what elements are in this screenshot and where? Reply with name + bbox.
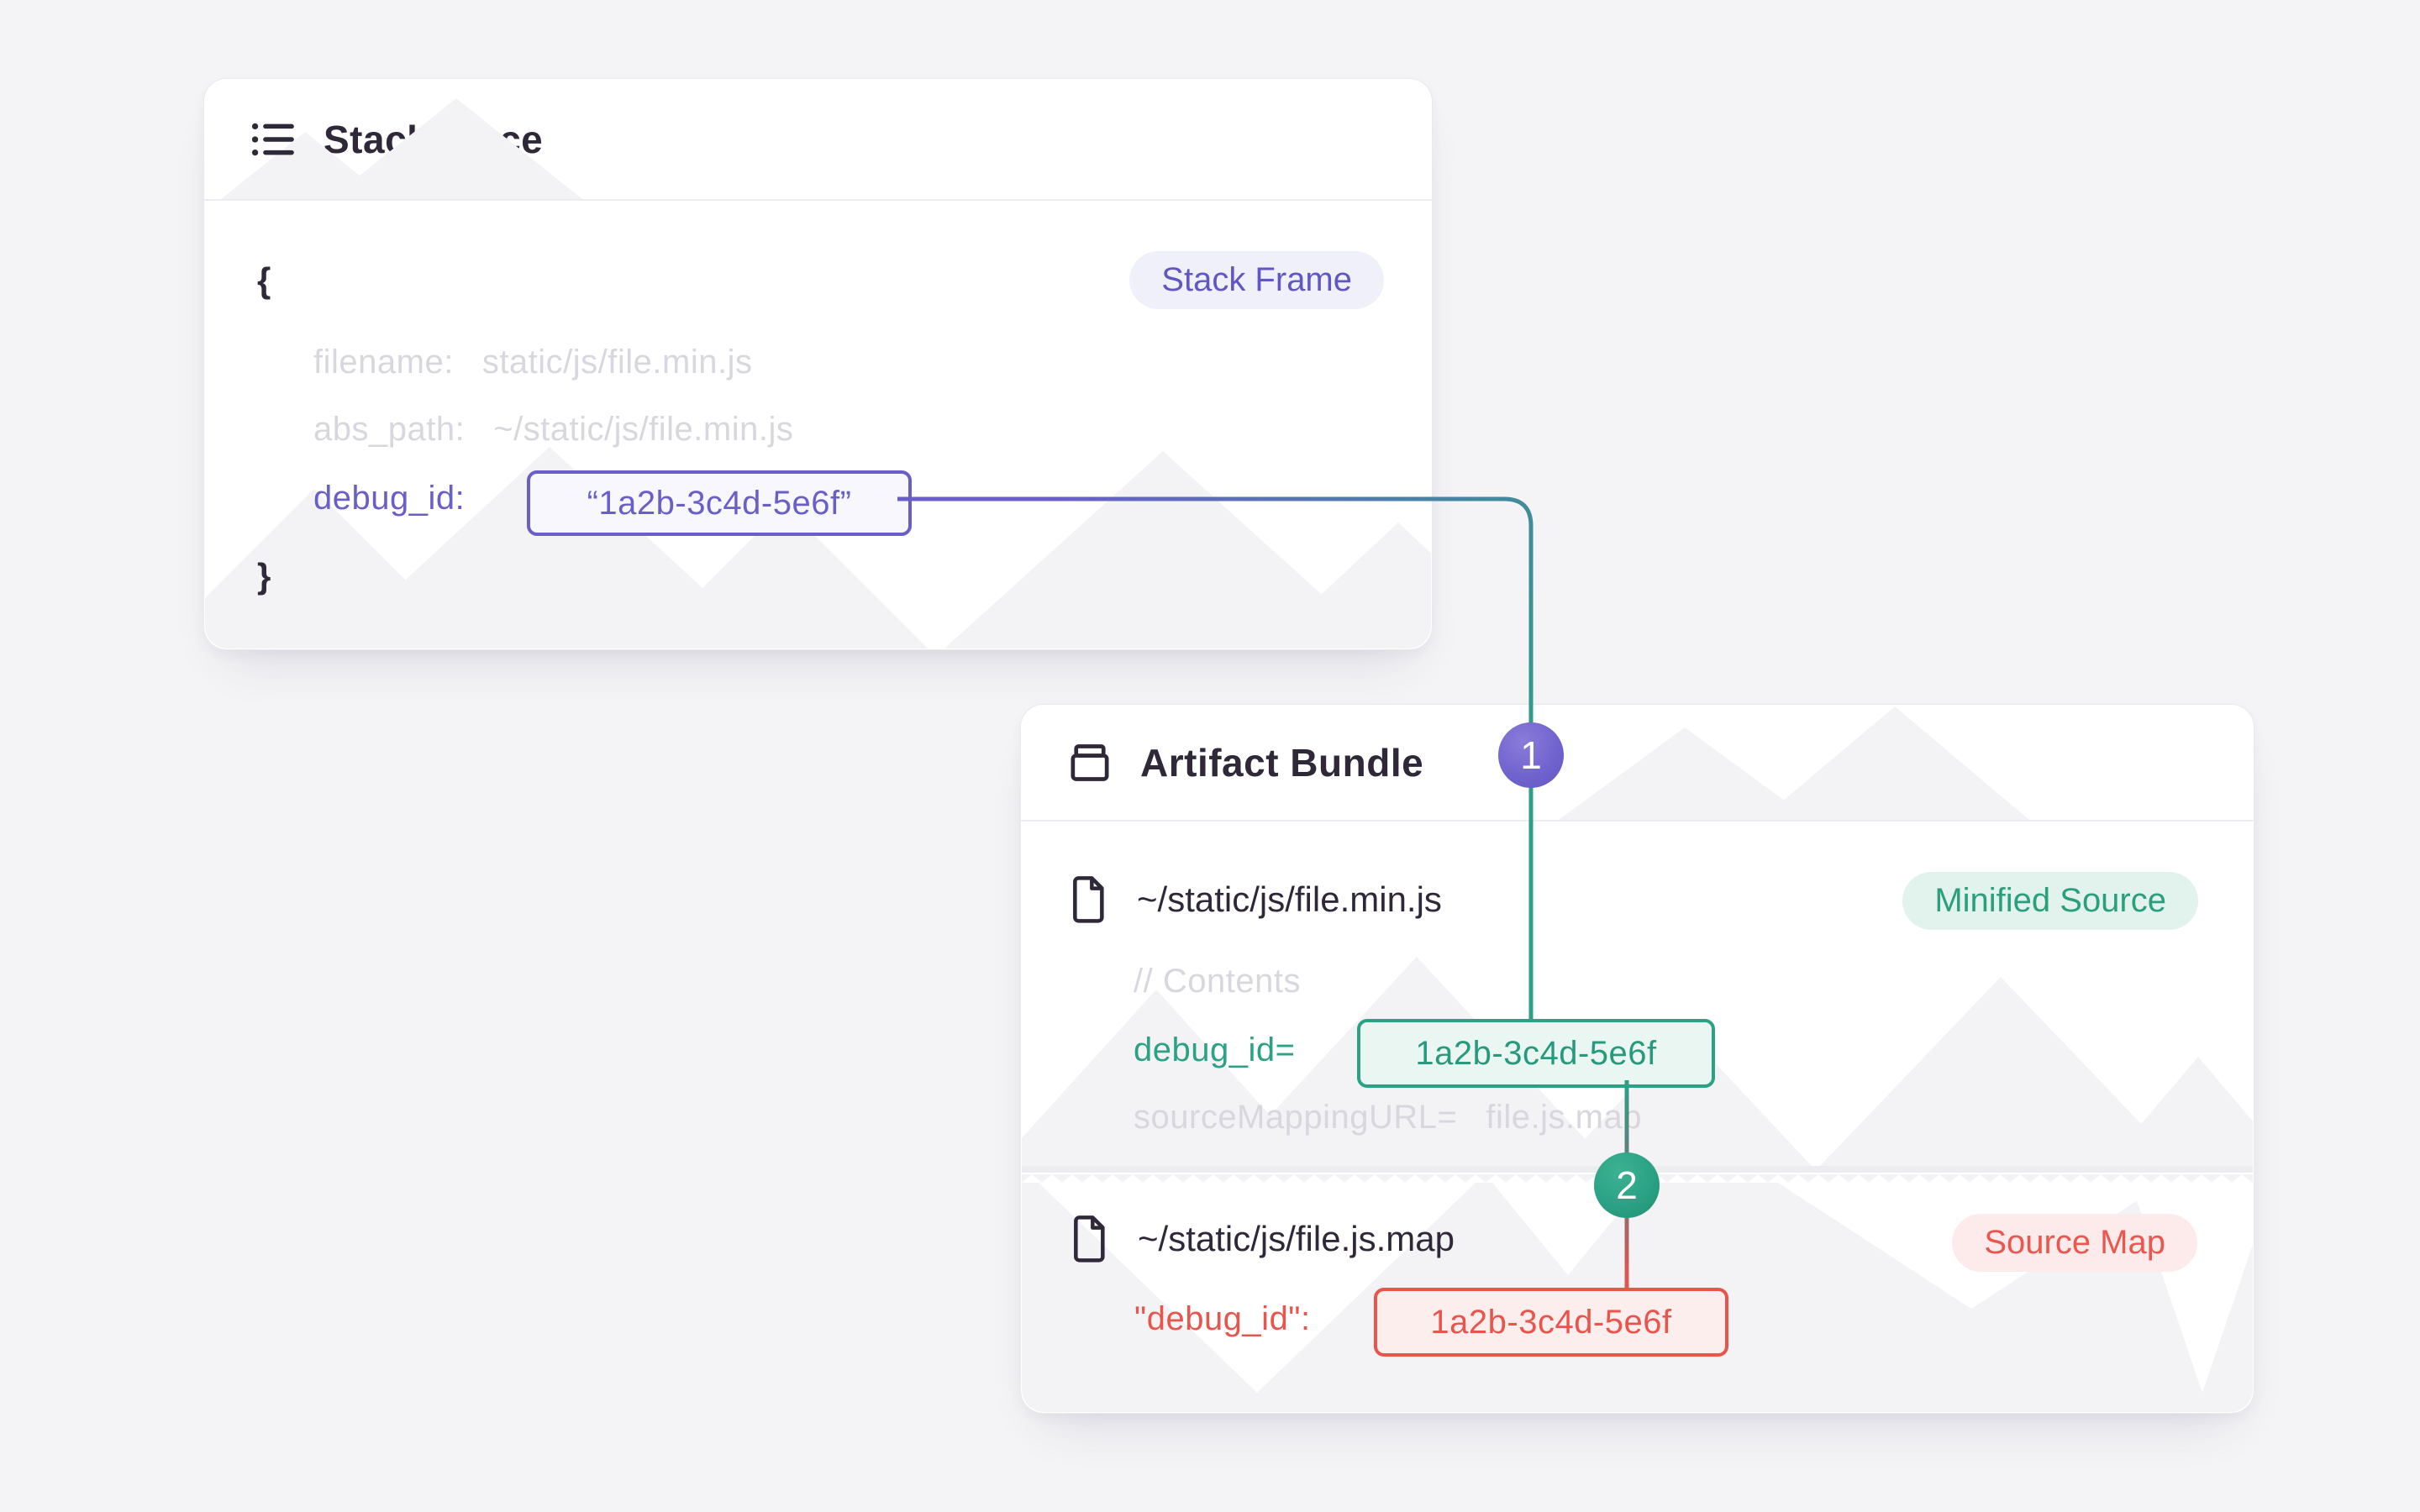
abs-path-label: abs_path: — [313, 410, 466, 448]
minified-source-badge: Minified Source — [1902, 872, 2198, 930]
sourcemap-debug-id-label: "debug_id": — [1134, 1299, 1311, 1337]
debug-id-label: debug_id: — [313, 479, 466, 517]
source-mapping-url-value: file.js.map — [1486, 1098, 1642, 1136]
mountain-decor — [1559, 727, 1811, 820]
minified-file-row: ~/static/js/file.min.js — [1068, 868, 1442, 932]
artifact-bundle-card: Artifact Bundle ~/static/js/file.min.js … — [1020, 704, 2254, 1414]
contents-comment: // Contents — [1134, 962, 1301, 1000]
step-2-marker: 2 — [1594, 1152, 1660, 1218]
bundle-debug-id-label: debug_id= — [1134, 1031, 1296, 1068]
minified-file-name: ~/static/js/file.min.js — [1137, 879, 1442, 919]
abs-path-row: abs_path: ~/static/js/file.min.js — [313, 399, 793, 459]
source-mapping-url-row: sourceMappingURL= file.js.map — [1134, 1087, 1642, 1147]
debug-id-row: debug_id: — [313, 468, 465, 528]
bundle-debug-id-box: 1a2b-3c4d-5e6f — [1357, 1019, 1715, 1088]
source-map-badge: Source Map — [1952, 1214, 2197, 1272]
filename-row: filename: static/js/file.min.js — [313, 332, 752, 392]
mountain-decor — [1760, 706, 2029, 820]
stack-trace-card: Stack Trace { Stack Frame filename: stat… — [203, 78, 1433, 650]
sourcemap-debug-id-row: "debug_id": — [1134, 1289, 1311, 1349]
archive-icon — [1068, 743, 1112, 783]
sourcemap-file-name: ~/static/js/file.js.map — [1138, 1219, 1455, 1258]
stack-debug-id-box: “1a2b-3c4d-5e6f” — [527, 470, 912, 536]
step-1-marker: 1 — [1498, 722, 1564, 788]
sourcemap-file-row: ~/static/js/file.js.map — [1069, 1207, 1455, 1271]
abs-path-value: ~/static/js/file.min.js — [493, 410, 794, 448]
brace-close: } — [257, 556, 271, 596]
filename-label: filename: — [313, 343, 454, 381]
artifact-bundle-title: Artifact Bundle — [1140, 740, 1424, 785]
source-map-section: ~/static/js/file.js.map Source Map "debu… — [1022, 1183, 2253, 1412]
list-icon — [251, 120, 295, 159]
stack-trace-header: Stack Trace — [204, 79, 1432, 201]
file-icon — [1068, 876, 1107, 923]
stack-frame-badge: Stack Frame — [1129, 251, 1384, 309]
source-mapping-url-label: sourceMappingURL= — [1134, 1098, 1458, 1136]
sourcemap-debug-id-box: 1a2b-3c4d-5e6f — [1374, 1288, 1728, 1357]
filename-value: static/js/file.min.js — [481, 343, 753, 381]
artifact-bundle-header: Artifact Bundle — [1021, 705, 2254, 822]
bundle-debug-id-row: debug_id= — [1134, 1020, 1295, 1080]
brace-open: { — [257, 260, 271, 300]
file-icon — [1069, 1215, 1107, 1263]
